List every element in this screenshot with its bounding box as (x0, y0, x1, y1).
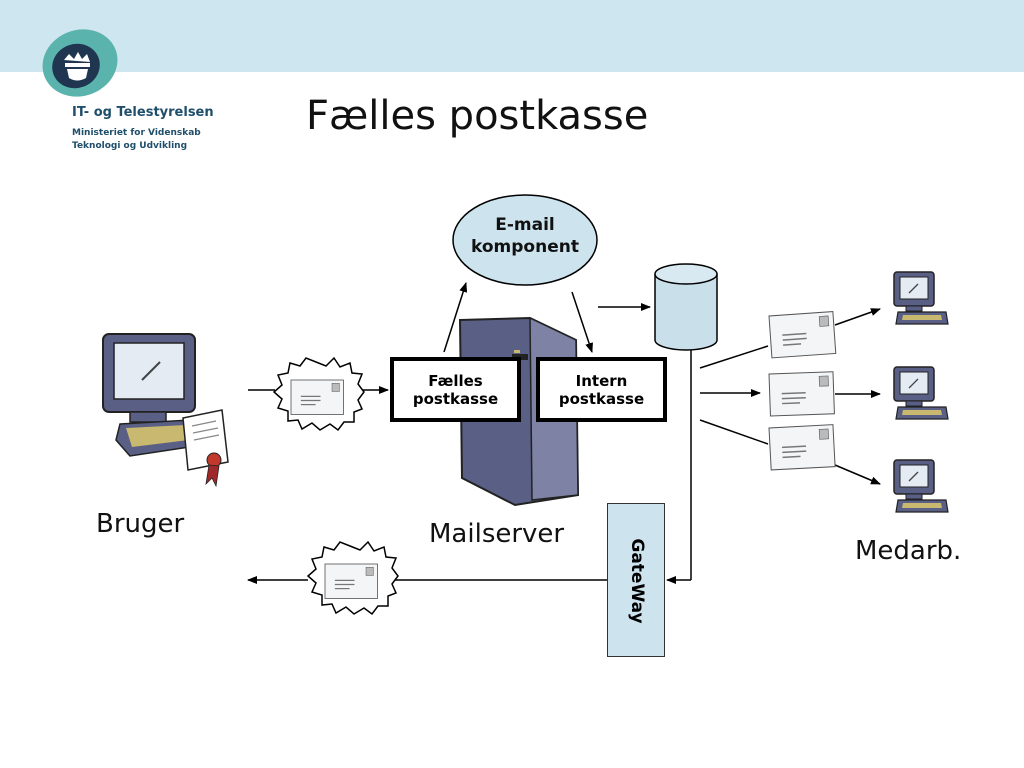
org-subtitle: Ministeriet for Videnskab Teknologi og U… (72, 127, 201, 153)
faelles-postkasse-box: Fælles postkasse (390, 357, 521, 422)
envelope-icon (768, 371, 836, 417)
envelope-icon (768, 423, 836, 471)
arrow-mail-to-employee-1 (834, 308, 881, 326)
mailserver-label: Mailserver (429, 519, 565, 549)
user-computer-with-certificate-icon (102, 333, 229, 488)
arrow-mail-to-employee-3 (834, 464, 881, 485)
org-subtitle-line1: Ministeriet for Videnskab (72, 128, 201, 138)
gateway-box: GateWay (607, 503, 665, 657)
sealed-envelope-icon (272, 356, 365, 432)
faelles-box-line2: postkasse (412, 389, 499, 408)
medarb-label: Medarb. (855, 536, 962, 566)
email-component-ellipse (452, 194, 598, 286)
sealed-envelope-icon (306, 540, 399, 616)
email-component-label: E-mail komponent (452, 214, 598, 258)
header-band (0, 0, 1024, 72)
gateway-label: GateWay (627, 538, 647, 624)
email-component-line2: komponent (471, 237, 579, 257)
employee-computer-icon (893, 459, 949, 513)
crown-shield-logo-icon (42, 29, 118, 97)
bruger-label: Bruger (96, 509, 185, 539)
slide-title: Fælles postkasse (306, 93, 649, 139)
envelope-icon (768, 310, 837, 359)
database-cylinder-icon (654, 263, 718, 351)
org-name: IT- og Telestyrelsen (72, 105, 214, 120)
intern-box-line2: postkasse (558, 389, 645, 408)
intern-postkasse-box: Intern postkasse (536, 357, 667, 422)
line-intern-to-lower-mail (699, 419, 769, 445)
line-intern-to-upper-mail (699, 345, 769, 369)
employee-computer-icon (893, 271, 949, 325)
arrow-email-to-intern (571, 291, 593, 353)
email-component-line1: E-mail (495, 215, 555, 235)
intern-box-line1: Intern (575, 371, 628, 390)
arrow-faelles-to-email (443, 282, 468, 353)
org-subtitle-line2: Teknologi og Udvikling (72, 141, 188, 151)
employee-computer-icon (893, 366, 949, 420)
faelles-box-line1: Fælles (428, 371, 483, 390)
